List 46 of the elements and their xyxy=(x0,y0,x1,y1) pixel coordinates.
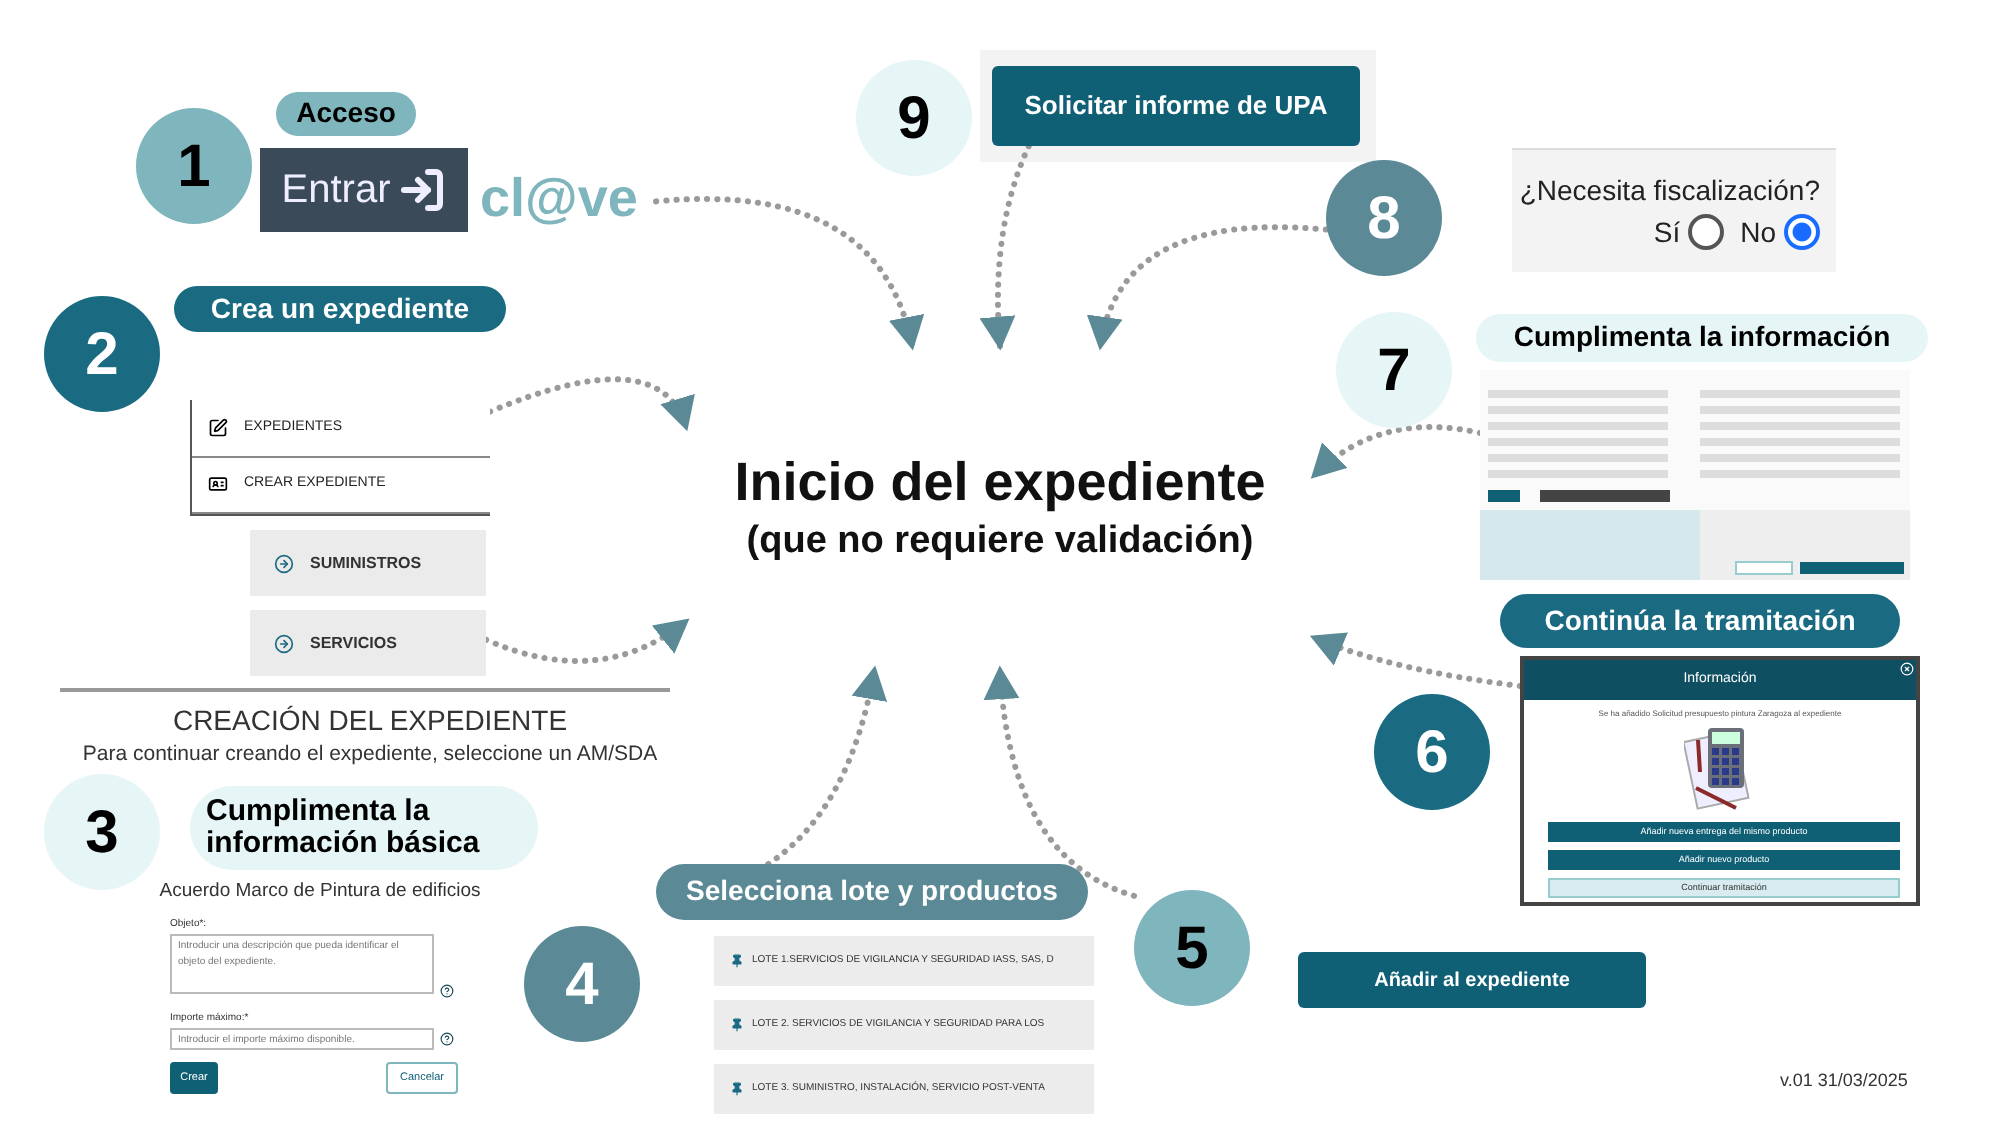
dotted-arrow xyxy=(653,196,923,351)
question-panel xyxy=(1512,148,1836,272)
section-heading: CREACIÓN DEL EXPEDIENTE xyxy=(170,702,570,740)
form-title: Acuerdo Marco de Pintura de edificios xyxy=(157,878,483,906)
dotted-arrow xyxy=(980,143,1032,351)
lot-option xyxy=(714,1064,1094,1114)
dotted-arrow xyxy=(1088,224,1329,351)
dotted-arrow xyxy=(487,376,692,432)
step-number: 9 xyxy=(856,60,972,176)
step-number: 3 xyxy=(44,774,160,890)
category-button xyxy=(250,530,486,596)
service-name: cl@ve xyxy=(480,164,656,232)
step-number: 8 xyxy=(1326,160,1442,276)
step-title: Selecciona lote y productos xyxy=(656,864,1088,920)
dotted-arrow xyxy=(984,665,1137,899)
dotted-arrow xyxy=(1310,424,1483,479)
button-label: SERVICIOS xyxy=(310,631,397,655)
step-title: Continúa la tramitación xyxy=(1500,594,1900,648)
step-title: Crea un expediente xyxy=(174,286,506,332)
button-label: SUMINISTROS xyxy=(310,551,422,575)
lot-option xyxy=(714,1000,1094,1050)
step-title: Cumplimenta la información xyxy=(1476,314,1928,362)
option-label: No xyxy=(1740,213,1776,251)
step-number: 4 xyxy=(524,926,640,1042)
step-title: Cumplimenta la información básica xyxy=(190,786,538,870)
step-number: 5 xyxy=(1134,890,1250,1006)
subtitle: (que no requiere validación) xyxy=(746,518,1254,566)
step-title: Acceso xyxy=(276,92,416,136)
step-number: 7 xyxy=(1336,312,1452,428)
version-note: v.01 31/03/2025 xyxy=(1780,1068,1908,1094)
main-title: Inicio del expediente xyxy=(734,450,1266,517)
dotted-arrow xyxy=(1309,631,1523,689)
step-number: 1 xyxy=(136,108,252,224)
step-number: 2 xyxy=(44,296,160,412)
instruction-text: Para continuar creando el expediente, seleccione un AM/SDA xyxy=(80,740,660,770)
option-label: Sí xyxy=(1653,213,1681,251)
dotted-arrow xyxy=(483,618,690,664)
dotted-arrow xyxy=(765,665,887,867)
step-number: 6 xyxy=(1374,694,1490,810)
lot-option xyxy=(714,936,1094,986)
question-text: ¿Necesita fiscalización? xyxy=(1519,171,1820,209)
action-button: Añadir al expediente xyxy=(1298,952,1646,1008)
login-button: Entrar xyxy=(260,148,468,232)
category-button xyxy=(250,610,486,676)
action-button: Solicitar informe de UPA xyxy=(992,66,1360,146)
dialog-window xyxy=(1520,656,1920,906)
